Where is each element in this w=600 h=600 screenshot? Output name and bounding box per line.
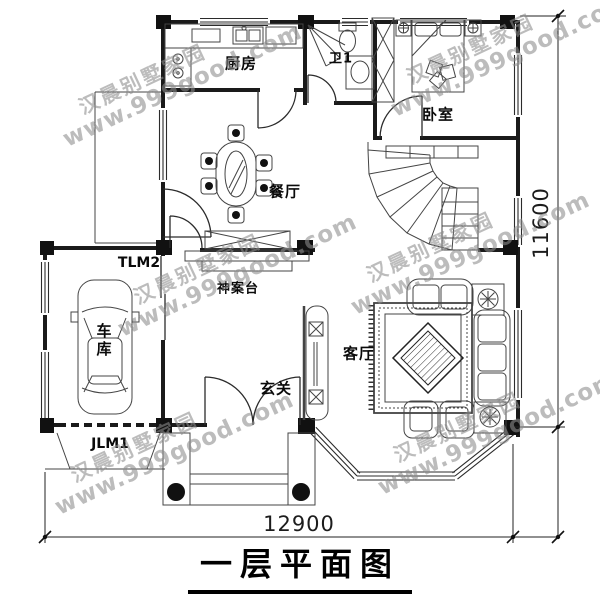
plant-table-top	[471, 283, 505, 316]
room-label-bath1: 卫1	[328, 51, 354, 67]
room-label-kitchen: 厨房	[224, 54, 258, 73]
dimension-width-label: 12900	[263, 512, 335, 536]
dimension-height-label: 11600	[529, 187, 553, 259]
plant-table-bottom	[473, 401, 507, 434]
porch-steps	[162, 432, 316, 506]
room-label-dining: 餐厅	[268, 182, 302, 201]
stairs	[367, 142, 479, 251]
doors-layer	[162, 74, 423, 426]
door-label-jlm1: JLM1	[91, 436, 129, 452]
kitchen-fixtures	[164, 23, 304, 87]
bath-fixtures	[307, 22, 375, 90]
altar-table	[184, 230, 310, 272]
dining-furniture	[200, 124, 273, 224]
sliding-door-symbol	[159, 256, 167, 340]
foyer-screen	[302, 305, 329, 421]
garage-ramp	[45, 432, 165, 470]
room-label-living: 客厅	[342, 344, 376, 363]
room-label-garage: 车库	[94, 323, 113, 359]
windows-layer	[40, 17, 523, 418]
garage-car	[70, 279, 140, 415]
terrace-outline	[94, 91, 161, 244]
door-label-tlm2: TLM2	[117, 255, 161, 271]
bay-window	[309, 426, 515, 481]
room-label-foyer: 玄关	[259, 379, 293, 398]
columns-layer	[40, 15, 519, 435]
dining-chairs	[200, 124, 273, 224]
dimension-lines	[38, 9, 566, 544]
bedroom-furniture	[371, 17, 482, 159]
room-label-bedroom: 卧室	[421, 105, 455, 124]
room-label-altar-table: 神案台	[216, 281, 260, 297]
living-furniture	[368, 278, 511, 439]
page-title: 一层平面图	[187, 539, 413, 594]
